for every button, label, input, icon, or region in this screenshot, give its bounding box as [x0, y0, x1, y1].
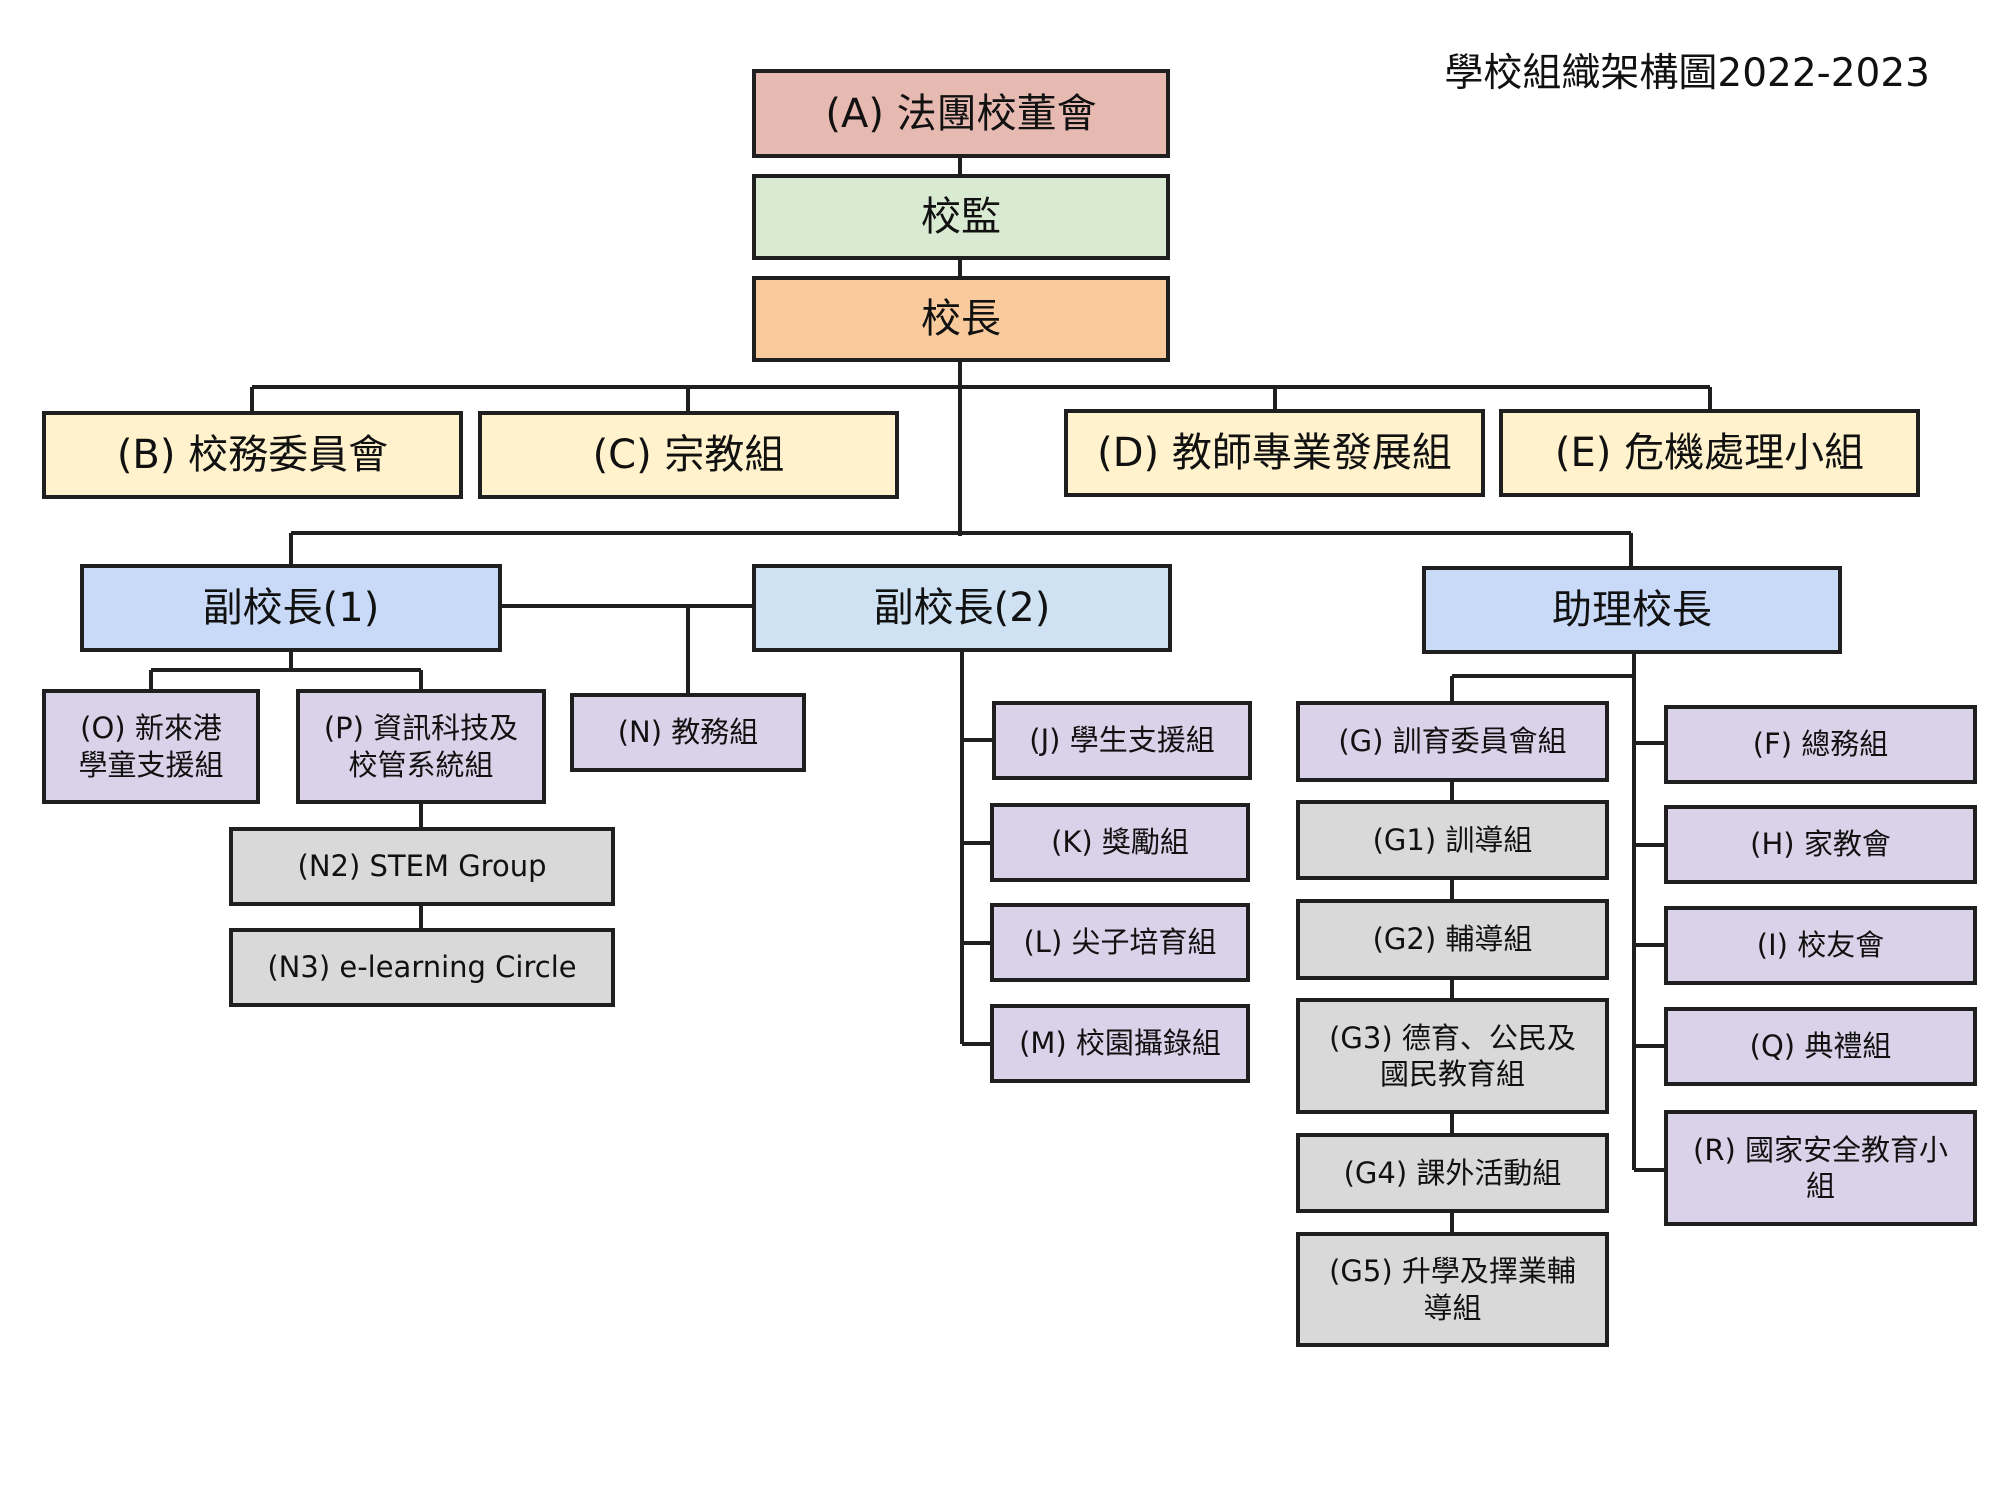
node-r: (R) 國家安全教育小 組 — [1664, 1110, 1977, 1226]
node-vp1-label: 副校長(1) — [202, 585, 380, 631]
node-n3-label: (N3) e-learning Circle — [267, 950, 577, 985]
node-i-label: (I) 校友會 — [1756, 928, 1885, 963]
node-e-label: (E) 危機處理小組 — [1554, 430, 1865, 476]
node-m: (M) 校園攝錄組 — [990, 1004, 1250, 1083]
node-r-label: (R) 國家安全教育小 組 — [1693, 1132, 1948, 1203]
node-k-label: (K) 獎勵組 — [1051, 825, 1189, 860]
node-e: (E) 危機處理小組 — [1499, 409, 1920, 497]
node-d-label: (D) 教師專業發展組 — [1097, 430, 1452, 476]
node-g1-label: (G1) 訓導組 — [1372, 822, 1533, 857]
node-n2-label: (N2) STEM Group — [297, 849, 547, 884]
node-g4: (G4) 課外活動組 — [1296, 1133, 1609, 1213]
node-b: (B) 校務委員會 — [42, 411, 463, 499]
node-j-label: (J) 學生支援組 — [1029, 723, 1215, 758]
node-g3: (G3) 德育、公民及 國民教育組 — [1296, 998, 1609, 1114]
node-ap: 助理校長 — [1422, 566, 1842, 654]
node-c-label: (C) 宗教組 — [592, 432, 785, 478]
node-g5-label: (G5) 升學及擇業輔 導組 — [1329, 1254, 1576, 1325]
node-g2-label: (G2) 輔導組 — [1372, 922, 1533, 957]
node-vp1: 副校長(1) — [80, 564, 502, 652]
node-principal-label: 校長 — [921, 296, 1001, 342]
node-n2: (N2) STEM Group — [229, 827, 615, 906]
node-l-label: (L) 尖子培育組 — [1023, 925, 1217, 960]
node-p-label: (P) 資訊科技及 校管系統組 — [323, 711, 519, 782]
node-i: (I) 校友會 — [1664, 906, 1977, 985]
node-d: (D) 教師專業發展組 — [1064, 409, 1485, 497]
node-f: (F) 總務組 — [1664, 705, 1977, 784]
node-f-label: (F) 總務組 — [1752, 727, 1889, 762]
node-g: (G) 訓育委員會組 — [1296, 701, 1609, 782]
node-principal: 校長 — [752, 276, 1170, 362]
node-vp2: 副校長(2) — [752, 564, 1172, 652]
node-g4-label: (G4) 課外活動組 — [1343, 1155, 1562, 1190]
node-k: (K) 獎勵組 — [990, 803, 1250, 882]
node-g3-label: (G3) 德育、公民及 國民教育組 — [1329, 1020, 1576, 1091]
node-o: (O) 新來港 學童支援組 — [42, 689, 260, 804]
node-supervisor: 校監 — [752, 174, 1170, 260]
node-q-label: (Q) 典禮組 — [1749, 1029, 1892, 1064]
node-j: (J) 學生支援組 — [992, 701, 1252, 780]
node-o-label: (O) 新來港 學童支援組 — [78, 711, 224, 782]
node-n-label: (N) 教務組 — [617, 715, 759, 750]
node-n: (N) 教務組 — [570, 693, 806, 772]
node-g-label: (G) 訓育委員會組 — [1338, 724, 1567, 759]
node-g5: (G5) 升學及擇業輔 導組 — [1296, 1232, 1609, 1347]
node-g2: (G2) 輔導組 — [1296, 899, 1609, 980]
node-h: (H) 家教會 — [1664, 805, 1977, 884]
chart-title: 學校組織架構圖2022-2023 — [1444, 51, 1930, 96]
node-m-label: (M) 校園攝錄組 — [1019, 1026, 1221, 1061]
node-p: (P) 資訊科技及 校管系統組 — [296, 689, 546, 804]
node-board-label: (A) 法團校董會 — [825, 90, 1097, 137]
node-g1: (G1) 訓導組 — [1296, 800, 1609, 880]
node-ap-label: 助理校長 — [1552, 587, 1712, 633]
node-board: (A) 法團校董會 — [752, 69, 1170, 158]
node-b-label: (B) 校務委員會 — [116, 432, 389, 478]
node-n3: (N3) e-learning Circle — [229, 928, 615, 1007]
node-c: (C) 宗教組 — [478, 411, 899, 499]
node-supervisor-label: 校監 — [921, 194, 1001, 240]
node-vp2-label: 副校長(2) — [873, 585, 1051, 631]
node-q: (Q) 典禮組 — [1664, 1007, 1977, 1086]
node-h-label: (H) 家教會 — [1750, 827, 1891, 862]
node-l: (L) 尖子培育組 — [990, 903, 1250, 982]
